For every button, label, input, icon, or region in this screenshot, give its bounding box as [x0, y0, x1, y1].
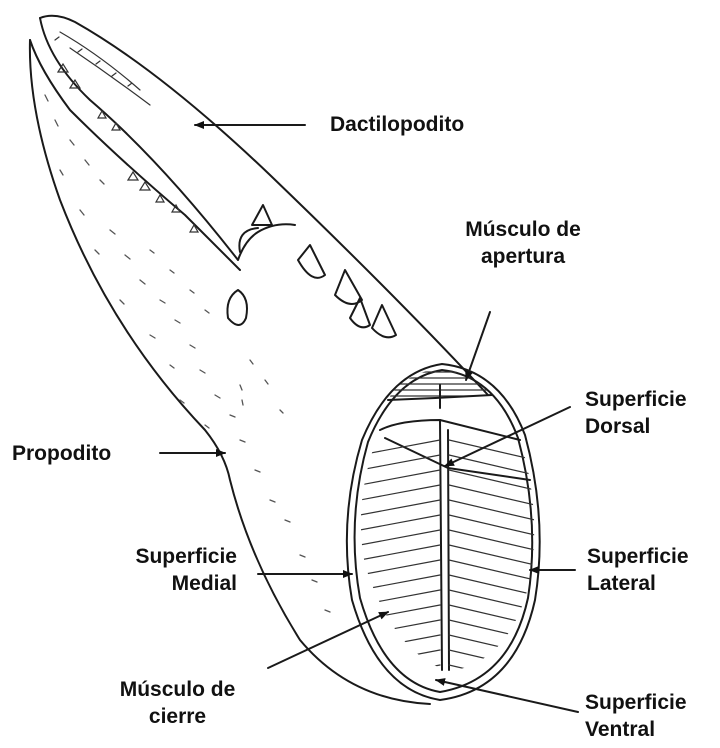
- label-musculo-apertura-line1: Músculo de: [438, 216, 608, 243]
- label-superficie-lateral-line1: Superficie: [587, 543, 689, 570]
- cross-section: [347, 364, 540, 700]
- label-superficie-medial-line2: Medial: [100, 570, 237, 597]
- label-musculo-cierre-line1: Músculo de: [95, 676, 260, 703]
- label-musculo-apertura: Músculo de apertura: [438, 216, 608, 270]
- dactylus-outline: [40, 16, 488, 395]
- label-superficie-ventral-line1: Superficie: [585, 689, 687, 716]
- label-superficie-dorsal: Superficie Dorsal: [585, 386, 687, 440]
- label-dactilopodito-text: Dactilopodito: [330, 111, 464, 138]
- label-superficie-ventral: Superficie Ventral: [585, 689, 687, 743]
- label-musculo-cierre: Músculo de cierre: [95, 676, 260, 730]
- label-superficie-medial: Superficie Medial: [100, 543, 237, 597]
- label-superficie-dorsal-line2: Dorsal: [585, 413, 687, 440]
- label-superficie-dorsal-line1: Superficie: [585, 386, 687, 413]
- label-superficie-lateral-line2: Lateral: [587, 570, 689, 597]
- label-dactilopodito: Dactilopodito: [330, 111, 464, 138]
- label-propodito: Propodito: [12, 440, 111, 467]
- label-propodito-text: Propodito: [12, 440, 111, 467]
- label-superficie-medial-line1: Superficie: [100, 543, 237, 570]
- propodus-outline: [30, 40, 430, 704]
- label-musculo-apertura-line2: apertura: [438, 243, 608, 270]
- label-superficie-lateral: Superficie Lateral: [587, 543, 689, 597]
- label-superficie-ventral-line2: Ventral: [585, 716, 687, 743]
- label-musculo-cierre-line2: cierre: [95, 703, 260, 730]
- arrow-musculo-apertura: [466, 312, 490, 380]
- arrow-musculo-cierre: [268, 612, 388, 668]
